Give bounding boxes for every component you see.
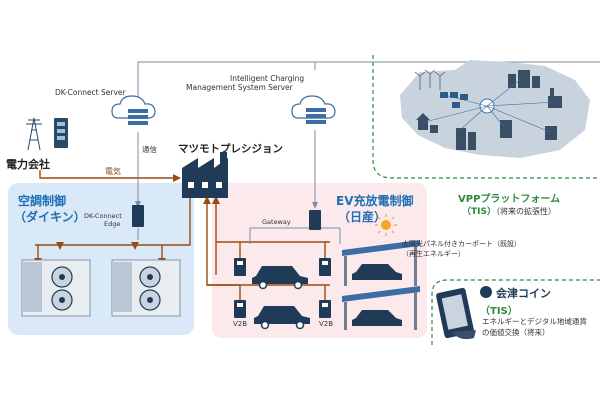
gateway-device-icon xyxy=(309,210,321,230)
power-company-label: 電力会社 xyxy=(6,158,50,171)
vpp-frame xyxy=(372,55,600,179)
edge-label-1: DK-Connect xyxy=(84,212,122,220)
vpp-title-text: VPPプラットフォーム xyxy=(458,194,561,205)
vpp-title: VPPプラットフォーム xyxy=(458,190,560,205)
v2b-left-label: V2B xyxy=(233,320,248,328)
gateway-to-chargers xyxy=(249,227,341,244)
sun-icon xyxy=(375,214,397,236)
aircon-title-2: （ダイキン） xyxy=(14,210,86,224)
coin-desc-2: の価値交換（将来） xyxy=(482,328,550,337)
aircon-title-1: 空調制御 xyxy=(18,194,67,208)
v2b-right-label: V2B xyxy=(319,320,334,328)
coin-tis: （TIS） xyxy=(480,306,518,317)
ev-title-2: （日産） xyxy=(338,210,387,224)
ev-car-top xyxy=(252,266,308,284)
coin-desc-1: エネルギーとデジタル地域通貨 xyxy=(482,317,587,326)
factory-to-aircon xyxy=(35,195,191,246)
top-link-line xyxy=(137,61,600,100)
edge-label-2: Edge xyxy=(104,220,121,228)
electricity-arrow xyxy=(39,170,175,179)
electricity-label: 電気 xyxy=(105,167,121,176)
icms-server-label-1: Intelligent Charging xyxy=(230,74,305,83)
communication-label: 通信 xyxy=(142,145,157,154)
aircon-unit-right xyxy=(111,259,181,317)
ev-title-1: EV充放電制御 xyxy=(336,194,414,208)
ev-car-bottom xyxy=(254,306,310,324)
coin-logo-icon xyxy=(480,286,492,298)
coin-name: 会津コイン xyxy=(496,287,551,300)
icms-server-label-2: Management System Server xyxy=(186,83,293,92)
vpp-note: （将来の拡張性） xyxy=(495,207,556,216)
factory-name: マツモトプレシジョン xyxy=(178,143,283,155)
power-panel-icon xyxy=(54,118,68,148)
carport-top xyxy=(342,240,420,286)
coin-frame xyxy=(431,279,600,345)
solar-carport-label-2: （再生エネルギー） xyxy=(402,250,465,258)
vpp-tis: （TIS） xyxy=(462,207,496,217)
gateway-label: Gateway xyxy=(262,218,291,226)
edge-device-icon xyxy=(132,205,144,227)
dk-connect-server-label: DK-Connect Server xyxy=(55,88,126,97)
vpp-sub: （TIS）（将来の拡張性） xyxy=(462,204,556,217)
carport-bottom xyxy=(342,286,420,330)
solar-carport-label-1: 太陽光パネル付きカーポート（既設） xyxy=(402,240,521,248)
aircon-unit-left xyxy=(21,259,91,317)
